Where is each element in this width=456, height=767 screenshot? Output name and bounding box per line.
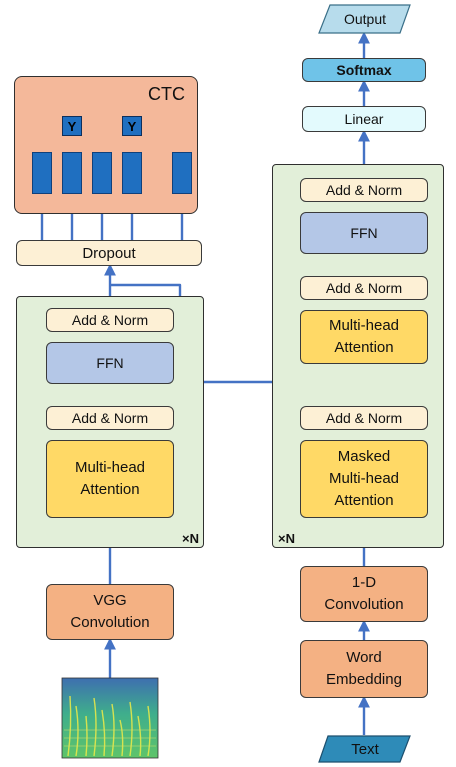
encoder-attention-line-2: Attention [80, 481, 140, 498]
ctc-output-bar [32, 152, 52, 194]
spectrogram-image [61, 677, 159, 759]
ctc-output-bar [172, 152, 192, 194]
conv1d-line-2: Convolution [324, 596, 404, 613]
masked-attention-line-2: Multi-head [328, 470, 400, 487]
word-embedding-line-1: Word [346, 649, 382, 666]
linear-box: Linear [302, 106, 426, 132]
output-shape [318, 4, 411, 34]
encoder-attention-line-1: Multi-head [74, 459, 146, 476]
vgg-convolution-box: VGG Convolution [46, 584, 174, 640]
ctc-output-bar [92, 152, 112, 194]
decoder-add-norm-mid: Add & Norm [300, 276, 428, 300]
decoder-repeat-label: ×N [278, 531, 295, 546]
encoder-multi-head-attention: Multi-head Attention [46, 440, 174, 518]
ctc-output-bar [62, 152, 82, 194]
conv1d-box: 1-D Convolution [300, 566, 428, 622]
encoder-repeat-label: ×N [182, 531, 199, 546]
decoder-ffn: FFN [300, 212, 428, 254]
encoder-ffn: FFN [46, 342, 174, 384]
masked-attention-line-1: Masked [337, 448, 391, 465]
ctc-token-y-2: Y [122, 116, 142, 136]
word-embedding-line-2: Embedding [326, 671, 402, 688]
text-input-label: Text [351, 740, 379, 758]
softmax-box: Softmax [302, 58, 426, 82]
encoder-add-norm-bottom: Add & Norm [46, 406, 174, 430]
decoder-masked-attention: Masked Multi-head Attention [300, 440, 428, 518]
encoder-add-norm-top: Add & Norm [46, 308, 174, 332]
word-embedding-box: Word Embedding [300, 640, 428, 698]
decoder-attention-line-2: Attention [334, 339, 394, 356]
decoder-add-norm-bottom: Add & Norm [300, 406, 428, 430]
vgg-line-2: Convolution [70, 614, 150, 631]
text-input-shape [318, 735, 411, 763]
ctc-label: CTC [148, 84, 185, 104]
output-label: Output [343, 11, 387, 27]
masked-attention-line-3: Attention [334, 492, 394, 509]
conv1d-line-1: 1-D [351, 574, 377, 591]
decoder-multi-head-attention: Multi-head Attention [300, 310, 428, 364]
vgg-line-1: VGG [93, 592, 127, 609]
decoder-add-norm-top: Add & Norm [300, 178, 428, 202]
dropout-box: Dropout [16, 240, 202, 266]
ctc-output-bar [122, 152, 142, 194]
decoder-attention-line-1: Multi-head [328, 317, 400, 334]
ctc-token-y-1: Y [62, 116, 82, 136]
